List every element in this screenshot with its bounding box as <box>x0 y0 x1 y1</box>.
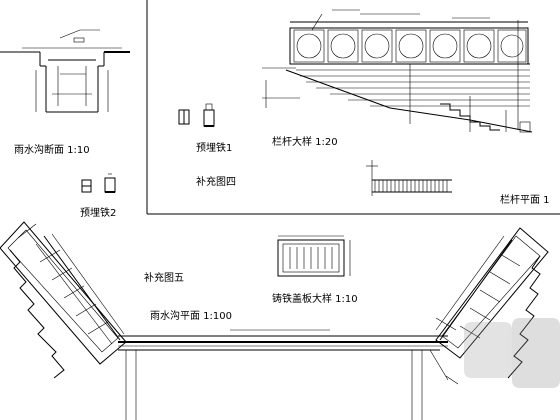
gutter-plan-drawing <box>0 221 549 420</box>
railing-medallion-row <box>293 29 527 63</box>
gutter-plan-title: 雨水沟平面 1:100 <box>150 309 232 322</box>
supplement-5-title: 补充图五 <box>144 271 184 284</box>
railing-plan-drawing <box>366 160 452 196</box>
cover-detail-title: 铸铁盖板大样 1:10 <box>272 292 358 305</box>
embed-iron-1-drawing <box>178 103 215 127</box>
railing-plan-title: 栏杆平面 1 <box>500 193 550 206</box>
embed-iron-2-title: 预埋铁2 <box>80 206 116 219</box>
railing-detail-title: 栏杆大样 1:20 <box>272 135 338 148</box>
embed-iron-2-drawing <box>81 173 116 193</box>
watermark-shape <box>464 318 560 388</box>
gutter-section-title: 雨水沟断面 1:10 <box>14 143 90 156</box>
supplement-4-frame <box>146 0 560 215</box>
gutter-section-drawing <box>0 29 130 113</box>
embed-iron-1-title: 预埋铁1 <box>196 141 232 154</box>
railing-detail-drawing <box>262 9 533 133</box>
cover-detail-drawing <box>277 235 351 277</box>
supplement-4-title: 补充图四 <box>196 175 236 188</box>
